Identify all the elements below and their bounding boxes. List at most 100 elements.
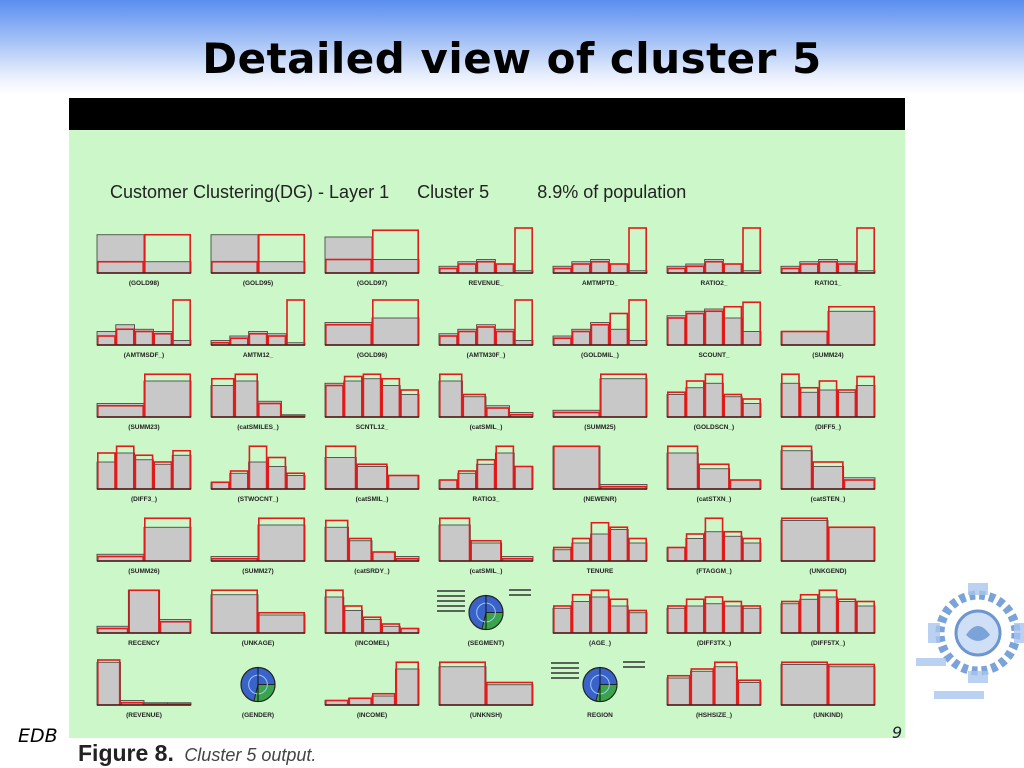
- population-bar: [210, 234, 259, 274]
- population-bar: [362, 378, 382, 418]
- population-bar: [627, 612, 648, 634]
- panel-label: (AGE_): [589, 640, 611, 647]
- population-bar: [552, 607, 573, 634]
- population-bar: [371, 317, 420, 346]
- population-bar: [827, 310, 876, 346]
- population-bar: [685, 605, 705, 634]
- population-bar: [462, 396, 487, 418]
- panel-label: (SUMM24): [812, 352, 843, 359]
- population-bar: [485, 684, 534, 706]
- cluster-panel: REGION: [551, 661, 645, 719]
- cluster-panel: (DIFF3_): [96, 445, 192, 503]
- panel-label: (NEWENR): [583, 496, 616, 503]
- panel-label: (GOLDSCN_): [694, 424, 734, 431]
- population-bar: [348, 540, 373, 562]
- population-bar: [494, 263, 515, 274]
- population-bar: [811, 466, 845, 490]
- cluster-bar-outline: [286, 299, 306, 346]
- population-bar: [476, 463, 496, 490]
- population-bar: [741, 331, 762, 346]
- population-bar: [590, 533, 610, 562]
- panel-label: (GOLD98): [129, 280, 159, 287]
- population-bar: [609, 605, 629, 634]
- cluster-panel: SCOUNT_: [666, 301, 762, 359]
- population-bar: [229, 472, 250, 490]
- population-bar: [285, 475, 306, 490]
- cluster-panel: (catSRDY_): [324, 519, 420, 575]
- cluster-bar-outline: [856, 227, 876, 274]
- population-bar: [371, 695, 396, 706]
- panel-label: (INCOMEL): [355, 640, 389, 647]
- cluster-panel: (SEGMENT): [437, 589, 531, 647]
- population-bar: [818, 389, 838, 418]
- panel-label: (FTAGGM_): [696, 568, 732, 575]
- panel-label: (GOLD97): [357, 280, 387, 287]
- panel-label: (HSHSIZE_): [696, 712, 732, 719]
- panel-label: (AMTM30F_): [467, 352, 506, 359]
- population-bar: [723, 317, 743, 346]
- panel-label: RATIO3_: [473, 496, 500, 503]
- population-bar: [552, 335, 573, 346]
- cluster-panel: (catSMIL_): [438, 373, 534, 431]
- cluster-panel: REVENUE_: [438, 227, 534, 287]
- population-bar: [380, 625, 401, 634]
- panel-label: (GOLDMIL_): [581, 352, 619, 359]
- population-bar: [780, 520, 829, 562]
- pie-slice: [253, 684, 276, 702]
- population-bar: [552, 409, 601, 418]
- population-bar: [96, 234, 145, 274]
- population-bar: [399, 394, 420, 418]
- slide-header-band: [0, 0, 1024, 95]
- cluster-panel: (GOLD95): [210, 233, 306, 287]
- population-bar: [115, 452, 135, 490]
- population-bar: [324, 236, 373, 274]
- cluster-panel: (UNKAGE): [210, 589, 306, 647]
- population-bar: [799, 598, 819, 634]
- cluster-panel: RATIO1_: [780, 227, 876, 287]
- cluster-panel: TENURE: [552, 521, 648, 575]
- cluster-panel: (SUMM27): [210, 517, 306, 575]
- cluster-panel: (catSTXN_): [666, 445, 762, 503]
- panel-label: (SUMM26): [128, 568, 159, 575]
- population-bar: [741, 403, 762, 418]
- population-bar: [248, 461, 268, 490]
- population-bar: [210, 385, 235, 418]
- cluster-panel: (INCOME): [324, 661, 420, 719]
- panel-label: (UNKNSH): [470, 712, 502, 719]
- population-label: 8.9% of population: [537, 182, 687, 202]
- population-bar: [799, 391, 819, 418]
- population-bar: [780, 382, 801, 418]
- panel-label: AMTM12_: [243, 352, 274, 359]
- panel-label: RATIO2_: [701, 280, 728, 287]
- population-bar: [266, 466, 287, 490]
- population-bar: [96, 625, 129, 634]
- cluster-bar-outline: [514, 227, 534, 274]
- population-bar: [590, 596, 610, 634]
- population-bar: [171, 454, 192, 490]
- population-bar: [552, 445, 601, 490]
- panel-label: RECENCY: [128, 640, 160, 647]
- cluster-panel: (FTAGGM_): [666, 517, 762, 575]
- panel-label: (SUMM25): [584, 424, 615, 431]
- population-bar: [780, 265, 801, 274]
- panel-label: (catSTEN_): [811, 496, 846, 503]
- population-bar: [599, 378, 648, 418]
- panel-label: (catSRDY_): [354, 568, 389, 575]
- cluster-panel: (HSHSIZE_): [666, 661, 762, 719]
- panel-label: (INCOME): [357, 712, 387, 719]
- cluster-panel: (AGE_): [552, 589, 648, 647]
- population-bar: [552, 265, 573, 274]
- cluster-panel: (catSTEN_): [780, 445, 876, 503]
- population-bar: [827, 666, 876, 706]
- population-bar: [666, 452, 699, 490]
- population-bar: [723, 263, 743, 274]
- panel-label: AMTMPTD_: [582, 280, 618, 287]
- population-bar: [704, 531, 724, 562]
- panel-label: (DIFF5_): [815, 424, 841, 431]
- footer-left-text: EDB: [18, 725, 58, 747]
- cluster-panel: (catSMIL_): [324, 445, 420, 503]
- panel-label: (REVENUE): [126, 712, 162, 719]
- population-bar: [469, 542, 503, 562]
- population-bar: [723, 396, 743, 418]
- population-bar: [713, 666, 738, 706]
